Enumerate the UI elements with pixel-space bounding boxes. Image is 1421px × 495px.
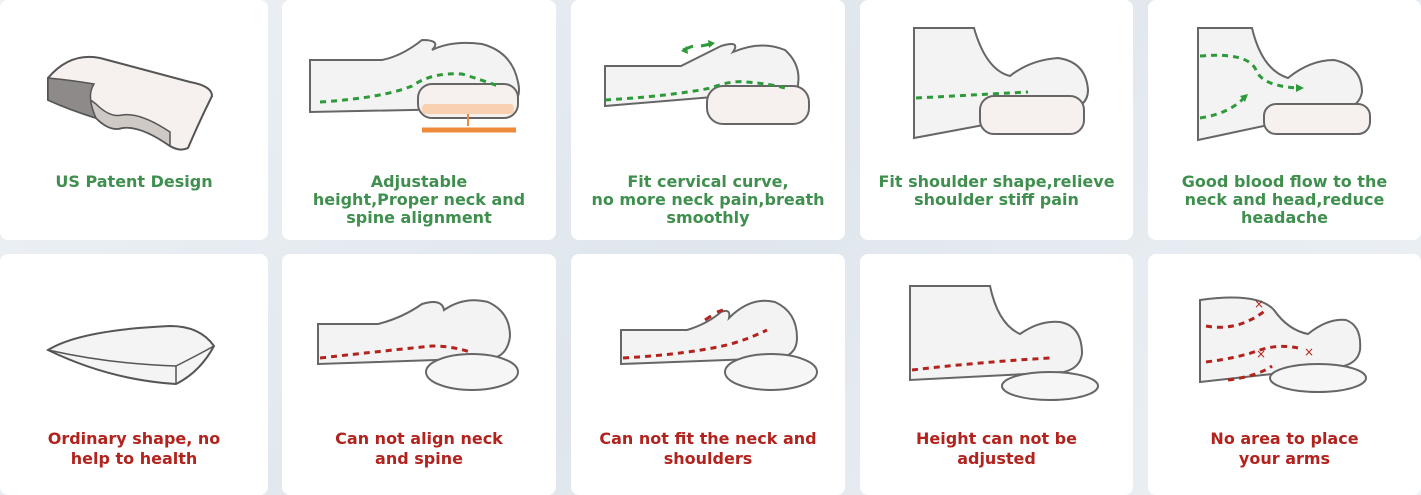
contour-pillow-icon <box>47 56 214 151</box>
feature-caption: Adjustable height,Proper neck and spine … <box>312 172 526 227</box>
shoulder-support-icon <box>913 27 1090 140</box>
comparison-caption: Can not align neck and spine <box>335 429 503 468</box>
comparison-card-fit: Can not fit the neck and shoulders <box>571 254 845 495</box>
comparison-caption: Ordinary shape, no help to health <box>47 429 221 468</box>
feature-card-shoulder: Fit shoulder shape,relieve shoulder stif… <box>860 0 1133 240</box>
svg-text:×: × <box>1304 345 1314 359</box>
feature-card-adjustable: Adjustable height,Proper neck and spine … <box>282 0 556 240</box>
feature-card-patent: US Patent Design <box>0 0 268 240</box>
feature-caption: US Patent Design <box>55 172 213 191</box>
feature-caption: Fit shoulder shape,relieve shoulder stif… <box>878 172 1115 209</box>
svg-text:×: × <box>1256 347 1266 361</box>
comparison-card-ordinary: Ordinary shape, no help to health <box>0 254 268 495</box>
poor-fit-icon <box>620 299 818 391</box>
misaligned-spine-icon <box>317 299 519 391</box>
comparison-caption: No area to place your arms <box>1210 429 1359 468</box>
cervical-curve-icon <box>604 40 810 125</box>
adjustable-height-icon <box>309 38 520 133</box>
svg-text:×: × <box>1254 297 1264 311</box>
comparison-card-height: Height can not be adjusted <box>860 254 1133 495</box>
feature-caption: Fit cervical curve, no more neck pain,br… <box>591 172 825 227</box>
blood-flow-icon <box>1197 27 1371 142</box>
no-arm-area-icon: × × × <box>1199 296 1367 393</box>
feature-card-cervical: Fit cervical curve, no more neck pain,br… <box>571 0 845 240</box>
comparison-caption: Can not fit the neck and shoulders <box>599 429 817 468</box>
fixed-height-icon <box>909 285 1099 401</box>
comparison-card-arms: × × × No area to place your arms <box>1148 254 1421 495</box>
feature-caption: Good blood flow to the neck and head,red… <box>1181 172 1388 227</box>
comparison-card-align: Can not align neck and spine <box>282 254 556 495</box>
feature-card-bloodflow: Good blood flow to the neck and head,red… <box>1148 0 1421 240</box>
comparison-caption: Height can not be adjusted <box>916 429 1077 468</box>
ordinary-pillow-icon <box>45 324 216 386</box>
